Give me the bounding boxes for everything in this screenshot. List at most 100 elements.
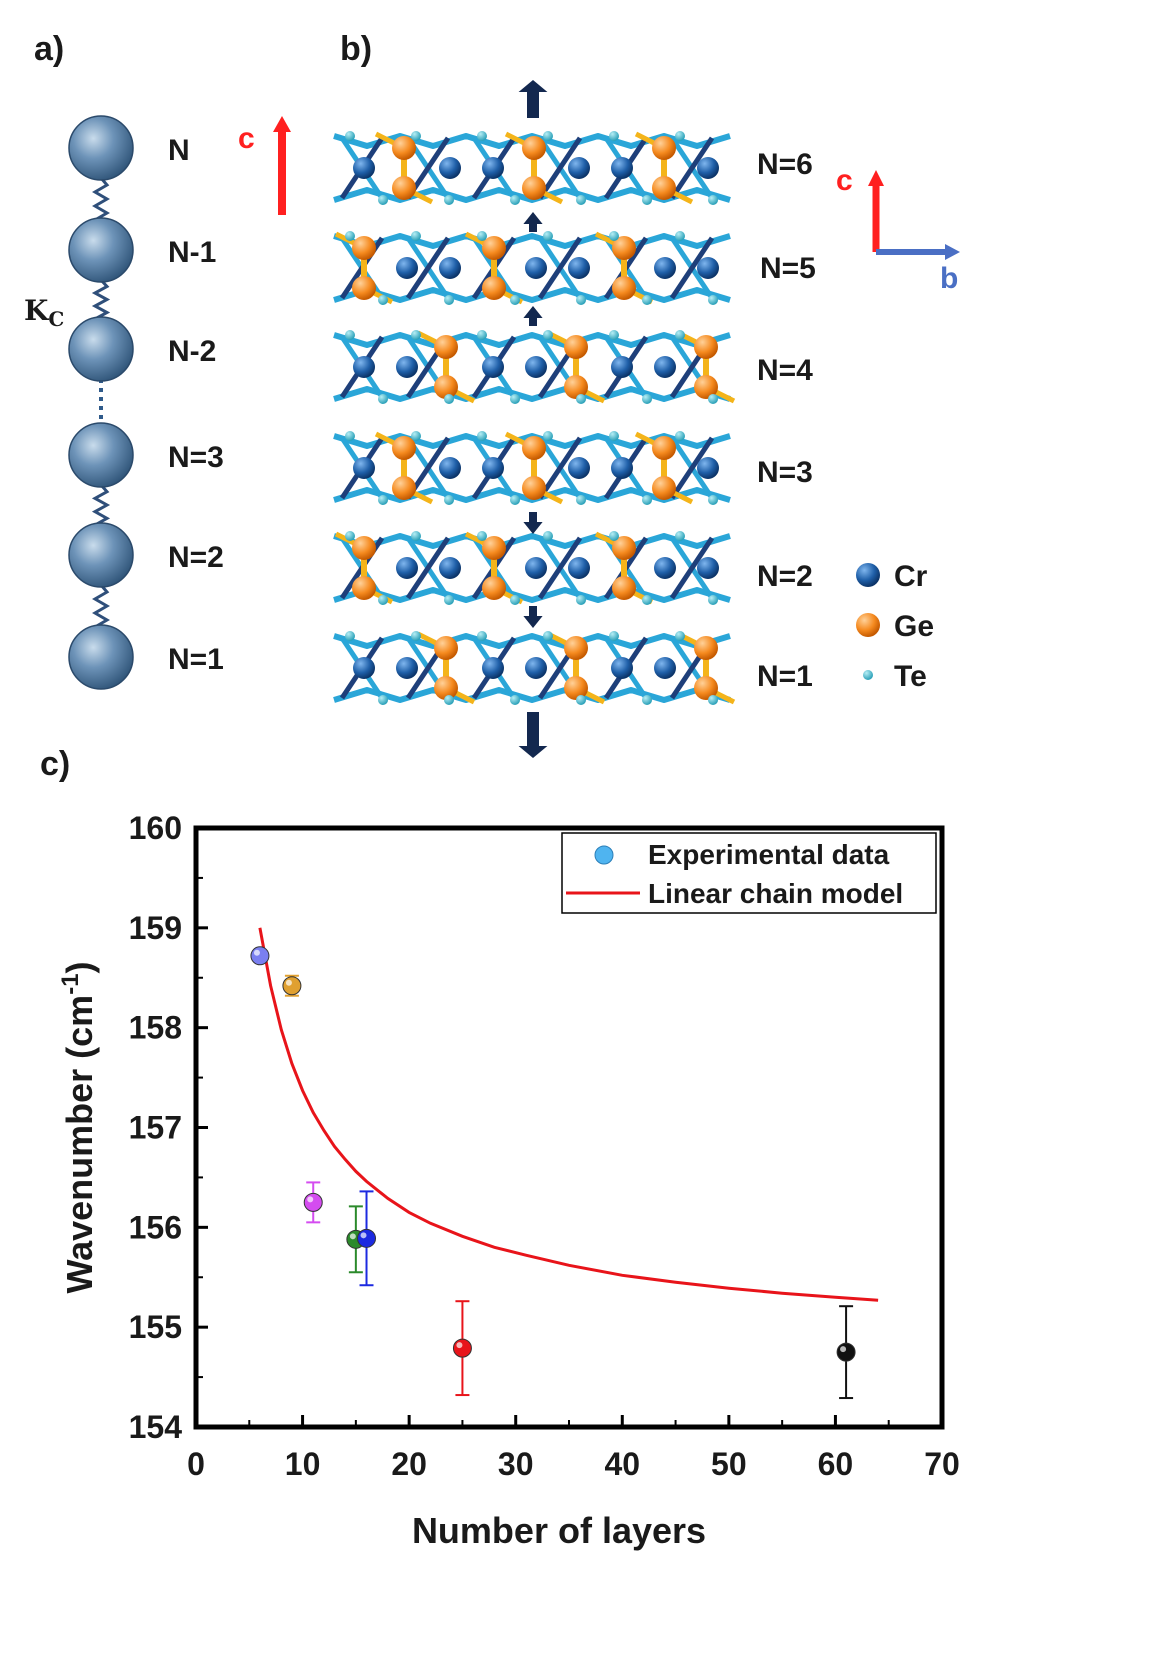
te-atom [378,394,388,404]
ge-atom [434,335,458,359]
te-atom [675,231,685,241]
te-atom [510,295,520,305]
cr-atom [439,557,461,579]
data-marker [836,1342,856,1362]
cr-atom [439,157,461,179]
x-tick-label: 50 [711,1446,747,1482]
layer-ball [68,115,134,181]
ge-atom [434,676,458,700]
data-marker [303,1192,323,1212]
y-tick-label: 160 [129,810,182,846]
ge-atom [434,636,458,660]
layer-ball [68,422,134,488]
te-bond-chain [333,533,731,549]
te-atom [345,231,355,241]
legend-label: Te [894,660,927,693]
cr-atom [568,257,590,279]
ge-atom [352,276,376,300]
te-atom [576,695,586,705]
up-arrow [518,80,548,118]
cr-atom [654,356,676,378]
ge-atom [482,276,506,300]
te-atom [708,295,718,305]
cr-atom [396,257,418,279]
ge-atom [434,375,458,399]
data-point [836,1305,856,1400]
te-atom [345,330,355,340]
panel-a-letter: a) [34,30,64,68]
cr-atom [439,257,461,279]
cr-atom [482,457,504,479]
cr-atom [697,457,719,479]
data-marker [282,976,302,996]
layer-label: N=3 [757,456,813,489]
spring-link [92,584,110,629]
y-tick-label: 157 [129,1110,182,1146]
te-atom [378,595,388,605]
cr-bond [537,236,583,300]
cr-legend-icon [856,563,880,587]
layer-label: N-1 [168,236,216,269]
ge-atom [612,536,636,560]
te-atom [378,195,388,205]
cr-atom [697,257,719,279]
plot-frame [193,825,945,1430]
crystal-layer [333,231,731,305]
c-axis-label-right: c [836,164,853,197]
x-tick-label: 10 [285,1446,321,1482]
te-atom [411,231,421,241]
cr-atom [611,356,633,378]
legend-label: Ge [894,610,934,643]
down-arrow [523,606,543,628]
te-atom [477,330,487,340]
te-atom [477,631,487,641]
te-atom [675,131,685,141]
te-atom [477,531,487,541]
ge-atom [694,676,718,700]
te-atom [576,595,586,605]
ge-atom [352,236,376,260]
te-atom [510,595,520,605]
panel-a-layer-labels: NN-1N-2N=3N=2N=1 [168,134,224,676]
te-atom [576,195,586,205]
te-atom [477,231,487,241]
legend-box [561,832,937,914]
legend-label: Cr [894,560,928,593]
te-atom [609,330,619,340]
cr-atom [353,657,375,679]
cr-bond [537,436,583,500]
te-atom [543,330,553,340]
te-legend-icon [863,670,873,680]
ge-atom [652,476,676,500]
ge-atom [652,136,676,160]
up-arrow [523,306,543,326]
te-atom [411,531,421,541]
layer-label: N=2 [168,541,224,574]
crystal-layers [333,131,736,705]
te-bond-chain [333,386,731,402]
te-atom [345,531,355,541]
cr-atom [353,457,375,479]
te-atom [675,631,685,641]
cr-bond [537,536,583,600]
x-axis-title: Number of layers [412,1510,706,1551]
panel-b-letter: b) [340,30,372,68]
x-tick-label: 70 [924,1446,960,1482]
y-tick-label: 156 [129,1209,182,1245]
te-atom [543,431,553,441]
cr-atom [482,657,504,679]
cr-bond [669,536,715,600]
x-tick-label: 40 [604,1446,640,1482]
te-atom [510,394,520,404]
cr-atom [611,457,633,479]
te-atom [642,295,652,305]
te-atom [444,695,454,705]
cr-atom [439,457,461,479]
te-atom [576,394,586,404]
c-axis-arrow-left [273,116,291,215]
cr-atom [396,557,418,579]
